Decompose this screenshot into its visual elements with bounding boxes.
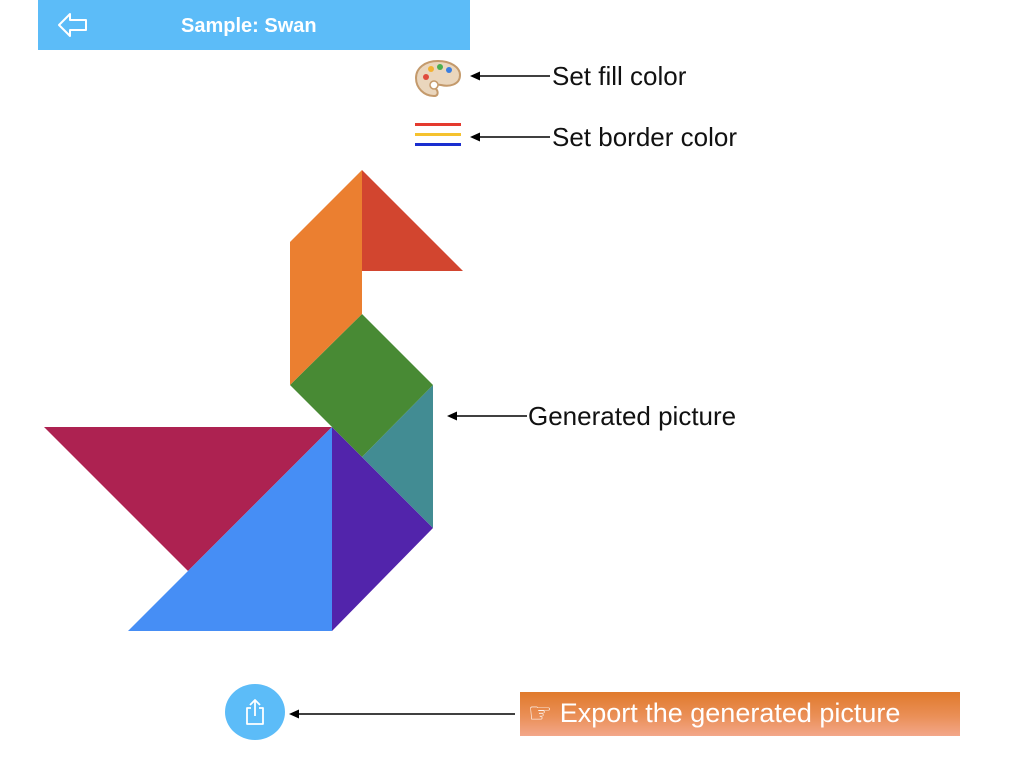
back-arrow-icon	[58, 13, 87, 37]
fill-color-label: Set fill color	[552, 61, 687, 91]
color-stripes-icon	[415, 123, 461, 146]
back-button[interactable]	[56, 9, 92, 41]
fill-color-arrow	[470, 71, 550, 81]
border-color-label: Set border color	[552, 122, 737, 152]
export-button[interactable]	[225, 684, 285, 740]
palette-icon	[414, 59, 462, 98]
border-color-arrow	[470, 132, 550, 142]
tangram-parallelogram	[290, 170, 362, 385]
export-callout-text: ☞ Export the generated picture	[528, 698, 901, 728]
nav-bar: Sample: Swan	[38, 0, 470, 50]
share-export-icon	[246, 699, 264, 725]
generated-picture-label: Generated picture	[528, 401, 737, 431]
tangram-small-triangle-head	[362, 170, 463, 271]
tangram-large-triangle-bottom	[128, 427, 332, 631]
tangram-large-triangle-left	[44, 427, 332, 571]
page-title: Sample: Swan	[181, 15, 317, 37]
set-fill-color-button[interactable]	[413, 58, 463, 100]
tangram-medium-triangle	[332, 427, 433, 631]
set-border-color-button[interactable]	[413, 120, 463, 152]
export-callout: ☞ Export the generated picture	[520, 692, 960, 736]
tangram-small-triangle-teal	[362, 385, 433, 528]
export-arrow	[289, 709, 515, 719]
tangram-square	[290, 314, 433, 457]
generated-picture-arrow	[447, 411, 527, 421]
